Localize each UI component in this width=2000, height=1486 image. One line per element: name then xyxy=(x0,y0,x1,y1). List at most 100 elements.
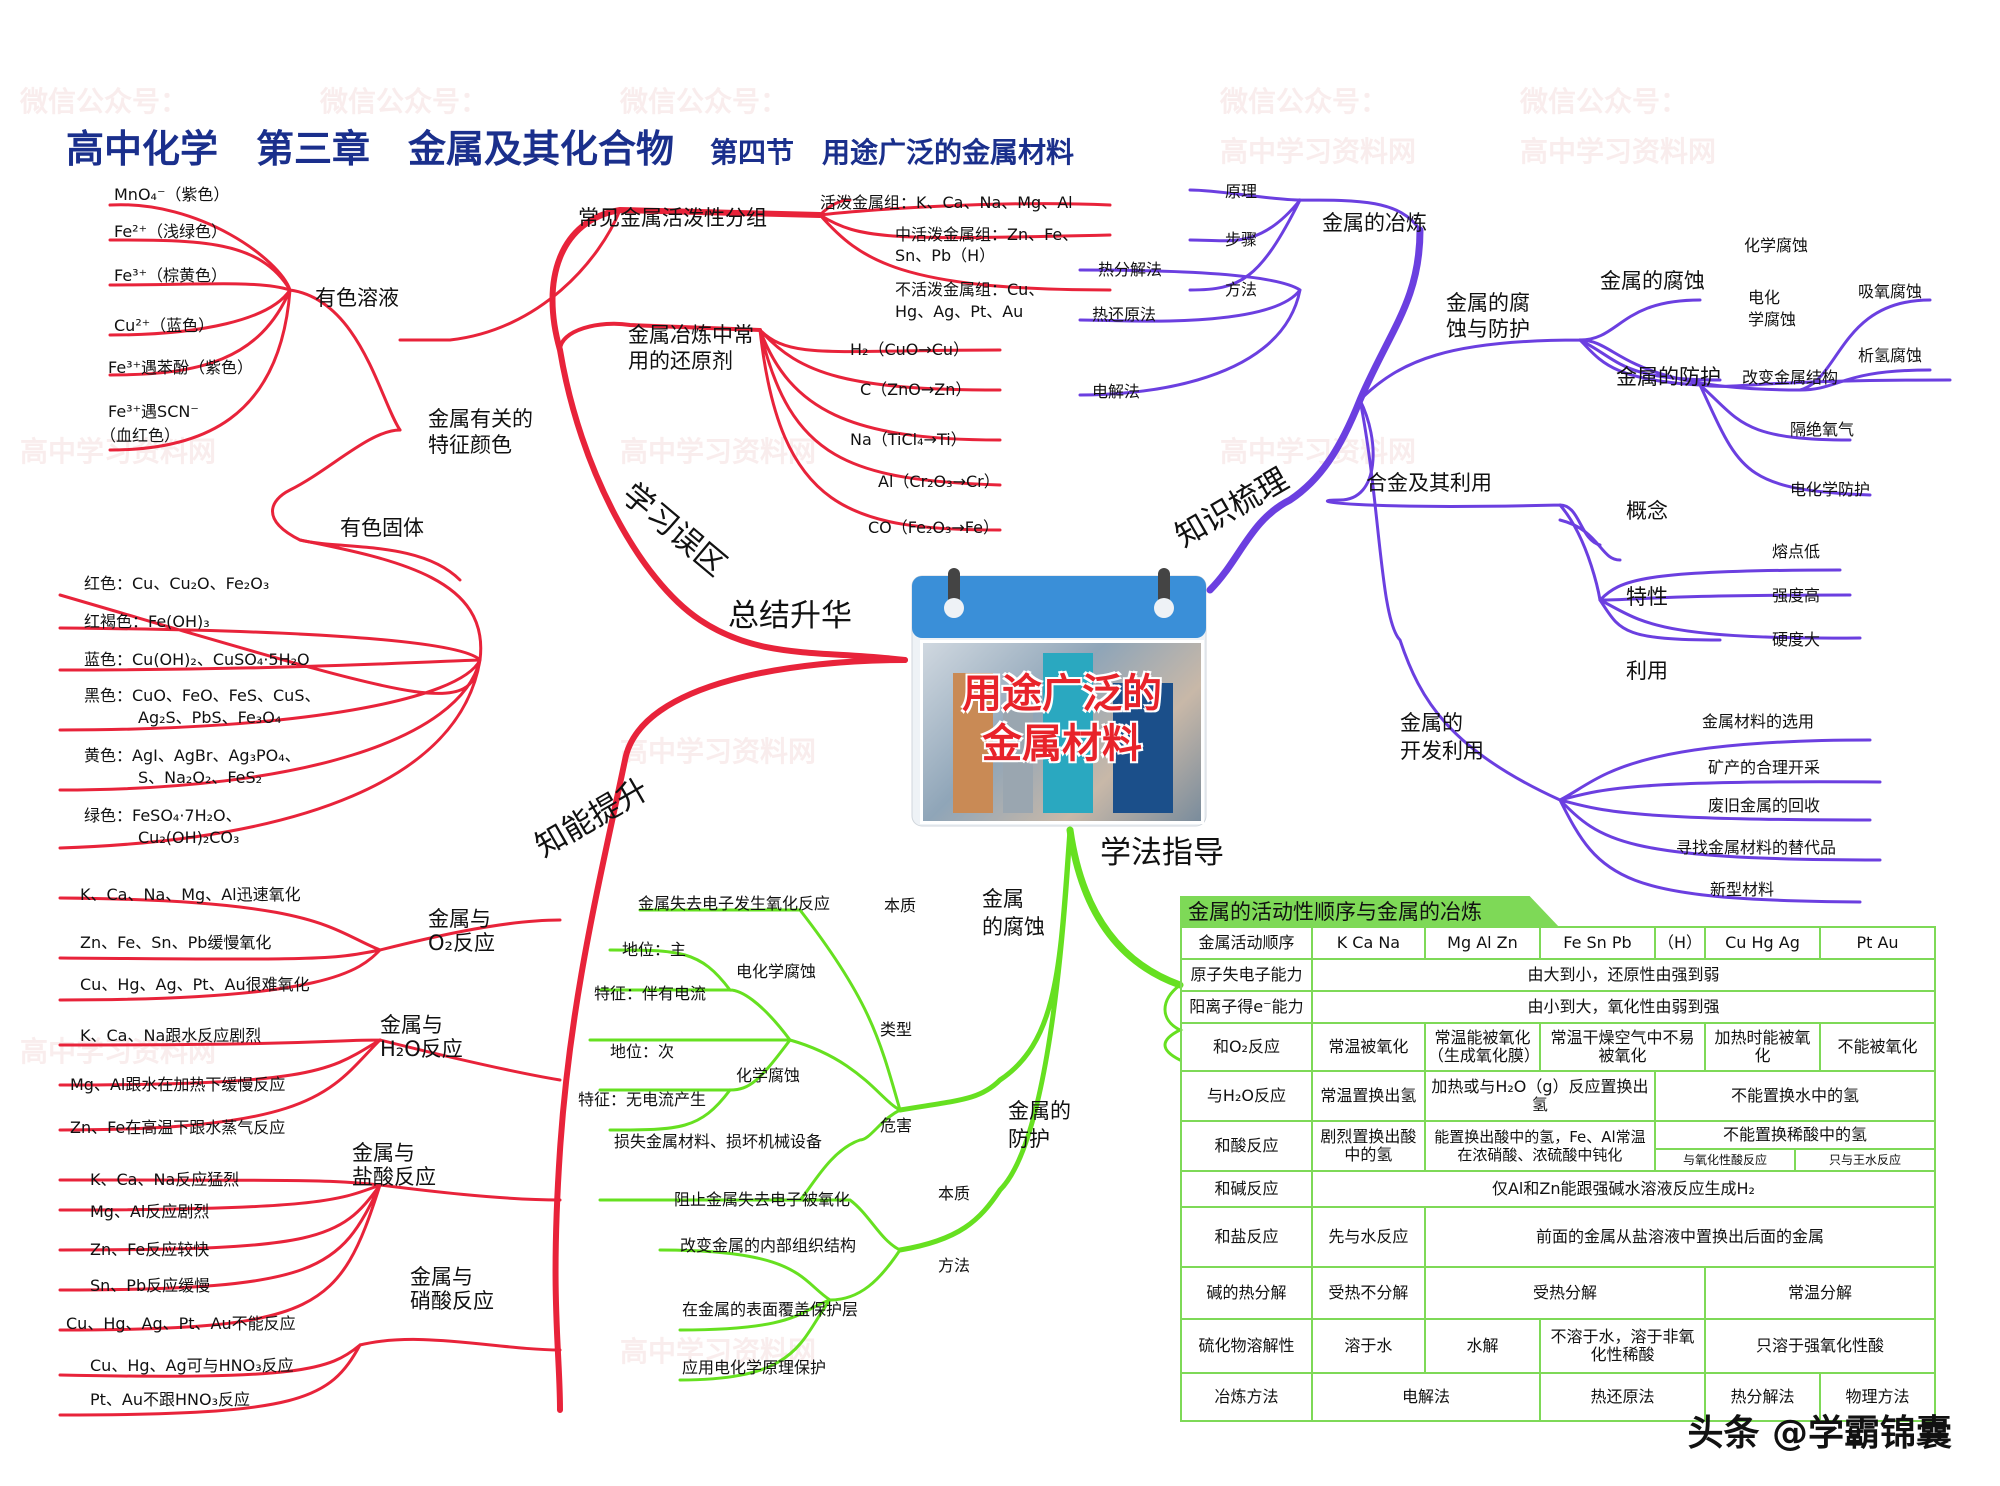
table-cell: Mg Al Zn xyxy=(1423,926,1542,960)
table-cell: 只溶于强氧化性酸 xyxy=(1704,1318,1936,1374)
table-cell: 与氧化性酸反应 xyxy=(1656,1150,1796,1170)
leaf-hcl-2: Mg、Al反应剧烈 xyxy=(90,1202,210,1221)
leaf-h2o-heat: Mg、Al跟水在加热下缓慢反应 xyxy=(70,1075,286,1094)
node-method-corrosion-1: 金属 xyxy=(982,887,1024,911)
table-cell: 加热时能被氧化 xyxy=(1704,1022,1821,1072)
leaf-h2o-steam: Zn、Fe在高温下跟水蒸气反应 xyxy=(70,1118,286,1137)
node-concept: 概念 xyxy=(1626,499,1668,523)
leaf-electrolysis: 电解法 xyxy=(1092,382,1141,401)
node-colors-2: 特征颜色 xyxy=(428,433,512,457)
leaf-hno3-react: Cu、Hg、Ag可与HNO₃反应 xyxy=(90,1356,294,1375)
node-development-1: 金属的 xyxy=(1400,711,1463,735)
table-row: 碱的热分解 受热不分解 受热分解 常温分解 xyxy=(1180,1266,1936,1320)
leaf-reducer-na: Na（TiCl₄→Ti） xyxy=(850,430,967,449)
table-cell: 由小到大，氧化性由弱到强 xyxy=(1310,990,1937,1024)
node-reducer-1: 金属冶炼中常 xyxy=(628,323,754,347)
leaf-chem-corrosion: 化学腐蚀 xyxy=(1744,236,1809,255)
node-corrosion: 金属的腐蚀 xyxy=(1600,269,1705,293)
leaf-redbrown-solid: 红褐色：Fe(OH)₃ xyxy=(84,612,210,631)
table-cell: 能置换出酸中的氢，Fe、Al常温在浓硝酸、浓硫酸中钝化 xyxy=(1423,1120,1656,1172)
leaf-cu2: Cu²⁺（蓝色） xyxy=(114,316,215,335)
table-cell: 不能置换水中的氢 xyxy=(1653,1070,1937,1122)
node-alloy: 合金及其利用 xyxy=(1366,471,1492,495)
node-property: 特性 xyxy=(1626,585,1668,609)
node-reducer-2: 用的还原剂 xyxy=(628,349,733,373)
table-cell-group: 与氧化性酸反应 只与王水反应 xyxy=(1656,1150,1934,1170)
leaf-hcl-3: Zn、Fe反应较快 xyxy=(90,1240,210,1259)
leaf-methods: 方法 xyxy=(1225,280,1258,299)
leaf-electrochem-corrosion: 电化学腐蚀 xyxy=(736,962,817,981)
table-cell: 原子失电子能力 xyxy=(1180,958,1313,992)
table-cell: 不能被氧化 xyxy=(1818,1022,1937,1072)
table-cell: 碱的热分解 xyxy=(1180,1266,1313,1320)
leaf-o2-slow: Zn、Fe、Sn、Pb缓慢氧化 xyxy=(80,933,272,952)
table-cell: 由大到小，还原性由强到弱 xyxy=(1310,958,1937,992)
leaf-electrochem-protect: 电化学防护 xyxy=(1790,480,1871,499)
leaf-hcl-4: Sn、Pb反应缓慢 xyxy=(90,1276,211,1295)
table-row: 原子失电子能力 由大到小，还原性由强到弱 xyxy=(1180,958,1937,992)
table-cell: 水解 xyxy=(1423,1318,1542,1374)
leaf-o2-corrosion: 吸氧腐蚀 xyxy=(1858,282,1923,301)
node-metal-hno3-2: 硝酸反应 xyxy=(410,1289,494,1313)
table-row: 和碱反应 仅Al和Zn能跟强碱水溶液反应生成H₂ xyxy=(1180,1170,1937,1208)
leaf-yellow-solids-2: S、Na₂O₂、FeS₂ xyxy=(138,768,263,787)
page-title: 高中化学 第三章 金属及其化合物 第四节 用途广泛的金属材料 xyxy=(66,118,1074,173)
leaf-change-structure: 改变金属结构 xyxy=(1742,368,1839,387)
leaf-reducer-h2: H₂（CuO→Cu） xyxy=(850,340,970,359)
node-corrosion-protect-1: 金属的腐 xyxy=(1446,291,1530,315)
center-title-line1: 用途广泛的 xyxy=(962,671,1162,717)
table-cell: 不能置换稀酸中的氢 xyxy=(1655,1122,1934,1150)
leaf-hcl-1: K、Ca、Na反应猛烈 xyxy=(90,1170,240,1189)
node-essence: 本质 xyxy=(884,896,917,915)
node-method-protect-1: 金属的 xyxy=(1008,1099,1071,1123)
leaf-ec-feature: 特征：伴有电流 xyxy=(594,984,707,1003)
leaf-elec-corrosion-2: 学腐蚀 xyxy=(1748,310,1797,329)
leaf-protect-electrochem: 应用电化学原理保护 xyxy=(682,1358,827,1377)
leaf-inactive-1: 不活泼金属组：Cu、 xyxy=(895,280,1045,299)
table-cell: 物理方法 xyxy=(1818,1372,1937,1422)
leaf-yellow-solids-1: 黄色：AgI、AgBr、Ag₃PO₄、 xyxy=(84,746,301,765)
table-cell: 先与水反应 xyxy=(1310,1206,1426,1268)
table-cell: 金属活动顺序 xyxy=(1180,926,1313,960)
table-cell: 只与王水反应 xyxy=(1828,1153,1901,1167)
metal-tubes-image xyxy=(953,653,1173,813)
branch-summary: 总结升华 xyxy=(728,598,852,634)
leaf-hcl-5: Cu、Hg、Ag、Pt、Au不能反应 xyxy=(66,1314,296,1333)
table-cell: 电解法 xyxy=(1310,1372,1542,1422)
table-cell: 常温置换出氢 xyxy=(1310,1070,1426,1122)
table-cell: （H） xyxy=(1653,926,1707,960)
leaf-inactive-2: Hg、Ag、Pt、Au xyxy=(895,302,1024,321)
leaf-mid-2: Sn、Pb（H） xyxy=(895,246,996,265)
leaf-black-solids-1: 黑色：CuO、FeO、FeS、CuS、 xyxy=(84,686,321,705)
table-row: 和酸反应 剧烈置换出酸中的氢 能置换出酸中的氢，Fe、Al常温在浓硝酸、浓硫酸中… xyxy=(1180,1120,1937,1172)
leaf-green-solids-1: 绿色：FeSO₄·7H₂O、 xyxy=(84,806,242,825)
table-cell: 剧烈置换出酸中的氢 xyxy=(1310,1120,1426,1172)
toutiao-logo: 头条 @学霸锦囊 xyxy=(1687,1413,1952,1454)
node-metal-h2o-2: H₂O反应 xyxy=(380,1037,463,1061)
leaf-high-hardness: 硬度大 xyxy=(1772,630,1821,649)
node-colors-1: 金属有关的 xyxy=(428,407,533,431)
leaf-mno4: MnO₄⁻（紫色） xyxy=(114,185,230,204)
node-protect-essence: 本质 xyxy=(938,1184,971,1203)
leaf-fe2: Fe²⁺（浅绿色） xyxy=(114,222,228,241)
node-method-protect-2: 防护 xyxy=(1008,1127,1050,1151)
title-sub: 第四节 用途广泛的金属材料 xyxy=(710,136,1075,169)
table-cell: Pt Au xyxy=(1818,926,1937,960)
node-colored-solution: 有色溶液 xyxy=(315,286,399,310)
table-cell: 硫化物溶解性 xyxy=(1180,1318,1313,1374)
table-row: 和盐反应 先与水反应 前面的金属从盐溶液中置换出后面的金属 xyxy=(1180,1206,1937,1268)
table-cell: 冶炼方法 xyxy=(1180,1372,1313,1422)
table-cell: 受热分解 xyxy=(1423,1266,1707,1320)
node-colored-solid: 有色固体 xyxy=(340,516,424,540)
table-cell-split: 不能置换稀酸中的氢 与氧化性酸反应 只与王水反应 xyxy=(1653,1120,1937,1172)
leaf-active: 活泼金属组：K、Ca、Na、Mg、Al xyxy=(820,193,1073,212)
leaf-red-solids: 红色：Cu、Cu₂O、Fe₂O₃ xyxy=(84,574,270,593)
leaf-thermal-reduce: 热还原法 xyxy=(1092,305,1157,324)
node-protect-method: 方法 xyxy=(938,1256,971,1275)
title-main: 高中化学 第三章 金属及其化合物 xyxy=(66,127,675,171)
table-cell: 常温能被氧化（生成氧化膜） xyxy=(1423,1022,1542,1072)
node-smelting: 金属的冶炼 xyxy=(1322,211,1427,235)
leaf-fe3-scn: Fe³⁺遇SCN⁻ xyxy=(108,402,199,421)
table-cell: 阳离子得e⁻能力 xyxy=(1180,990,1313,1024)
leaf-steps: 步骤 xyxy=(1225,230,1258,249)
